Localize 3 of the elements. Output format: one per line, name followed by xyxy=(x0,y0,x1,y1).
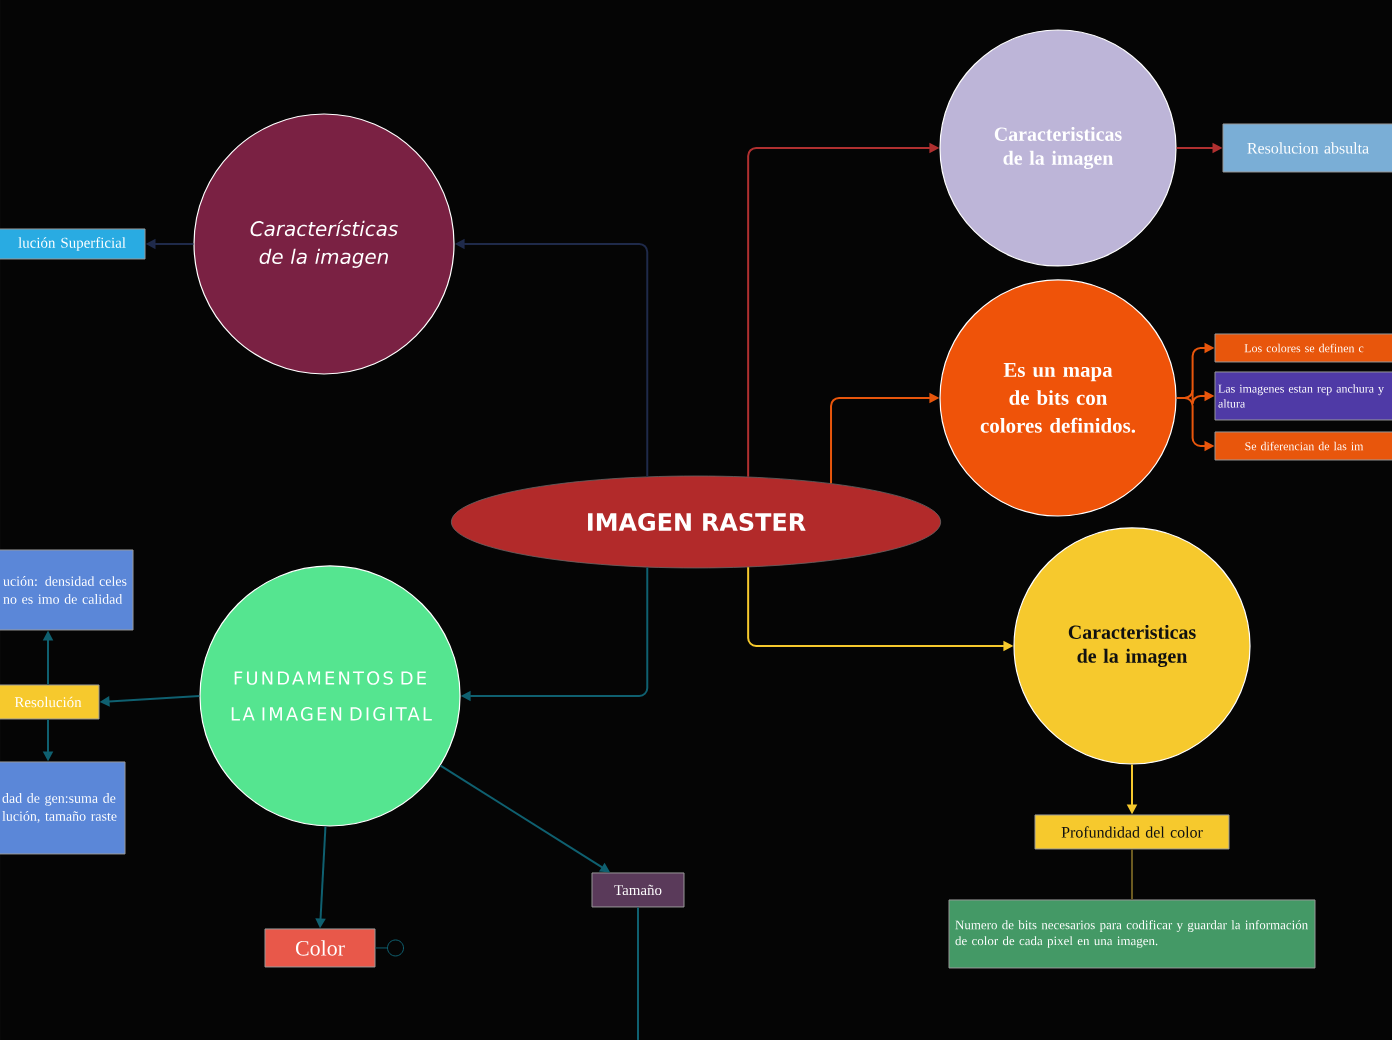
connector xyxy=(1131,848,1133,901)
note-box: Color xyxy=(264,928,376,968)
connector xyxy=(637,906,639,1040)
